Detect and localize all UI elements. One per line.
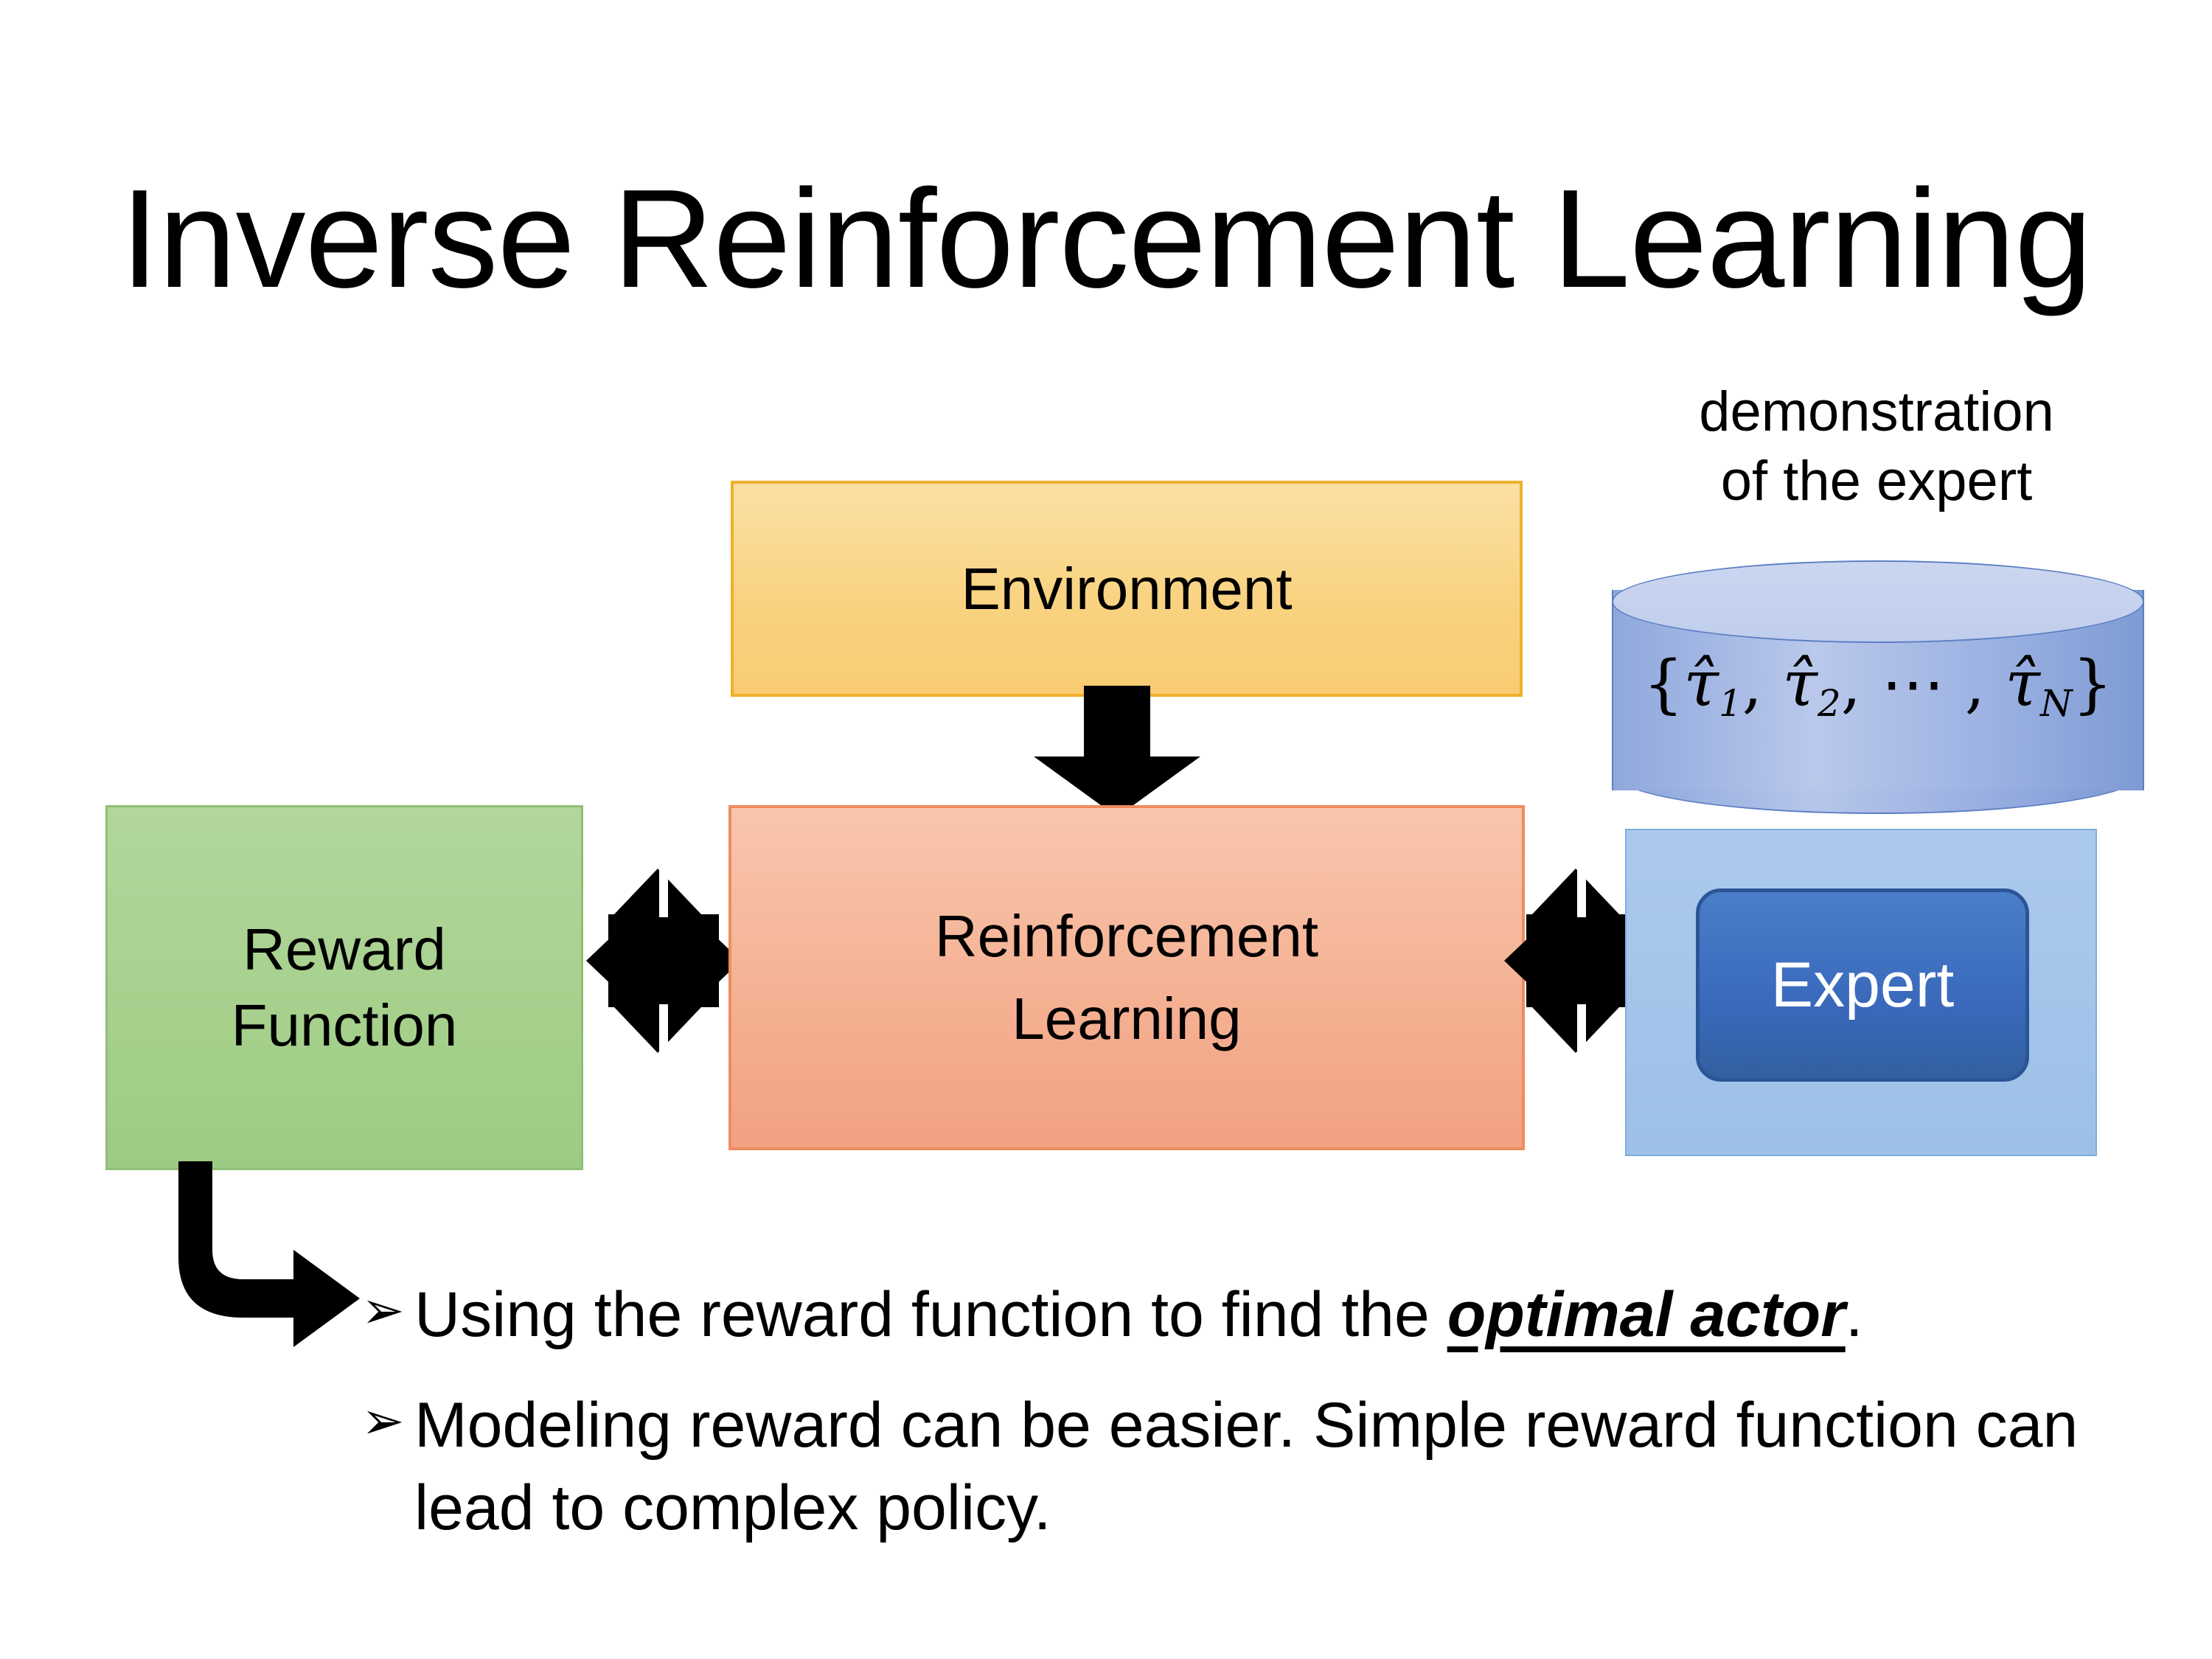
node-reinforcement-learning-label-line-2: Learning: [1012, 986, 1242, 1051]
bullet-marker-icon: ➢: [361, 1391, 405, 1450]
node-expert[interactable]: Expert: [1696, 888, 2029, 1082]
formula-sub-1: 1: [1718, 681, 1742, 725]
formula-open-brace: {: [1643, 647, 1684, 721]
formula-sub-2: 2: [1817, 681, 1841, 725]
formula-sub-n: N: [2039, 681, 2073, 725]
node-reward-function-label-line-1: Reward: [243, 917, 446, 983]
node-reinforcement-learning-label: Reinforcement Learning: [935, 895, 1318, 1060]
formula-sep-1: ,: [1742, 647, 1783, 721]
bullet-text-1: Using the reward function to find the op…: [414, 1274, 2079, 1357]
bullet-1-suffix: .: [1845, 1279, 1863, 1350]
down-arrow-icon: [1034, 686, 1200, 817]
bullet-text-2: Modeling reward can be easier. Simple re…: [414, 1385, 2079, 1550]
demonstration-caption-line-2: of the expert: [1720, 450, 2033, 513]
demonstration-caption: demonstration of the expert: [1585, 378, 2168, 516]
demonstration-caption-line-1: demonstration: [1699, 380, 2054, 443]
formula-sep-2: , ⋯ ,: [1840, 647, 2006, 721]
bullet-list: ➢ Using the reward function to find the …: [361, 1274, 2079, 1549]
node-reinforcement-learning[interactable]: Reinforcement Learning: [728, 805, 1525, 1150]
page-title: Inverse Reinforcement Learning: [120, 161, 2093, 317]
formula-tau-1: τ̂: [1683, 647, 1719, 721]
demonstration-cylinder: {τ̂1, τ̂2, ⋯ , τ̂N}: [1612, 560, 2144, 817]
node-reward-function-label-line-2: Function: [231, 992, 458, 1058]
quad-arrow-icon-reward-rl: [586, 869, 741, 1053]
list-item: ➢ Using the reward function to find the …: [361, 1274, 2079, 1357]
node-environment-label: Environment: [961, 555, 1293, 622]
bullet-1-emphasis: optimal actor: [1447, 1279, 1846, 1350]
quad-arrow-icon-rl-expert: [1504, 869, 1659, 1053]
trajectory-set-formula: {τ̂1, τ̂2, ⋯ , τ̂N}: [1612, 647, 2144, 725]
cylinder-top-ellipse: [1612, 560, 2144, 643]
node-reinforcement-learning-label-line-1: Reinforcement: [934, 903, 1319, 969]
formula-close-brace: }: [2072, 647, 2113, 721]
node-reward-function-label: Reward Function: [232, 912, 458, 1063]
bent-arrow-icon: [178, 1161, 360, 1347]
node-reward-function[interactable]: Reward Function: [105, 805, 583, 1170]
bullet-marker-icon: ➢: [361, 1281, 405, 1339]
list-item: ➢ Modeling reward can be easier. Simple …: [361, 1385, 2079, 1550]
formula-tau-2: τ̂: [1782, 647, 1818, 721]
bullet-2-prefix: Modeling reward can be easier. Simple re…: [414, 1389, 2079, 1543]
node-expert-label: Expert: [1770, 949, 1955, 1020]
bullet-1-prefix: Using the reward function to find the: [414, 1279, 1447, 1350]
formula-tau-n: τ̂: [2005, 647, 2040, 721]
node-environment[interactable]: Environment: [731, 481, 1523, 697]
